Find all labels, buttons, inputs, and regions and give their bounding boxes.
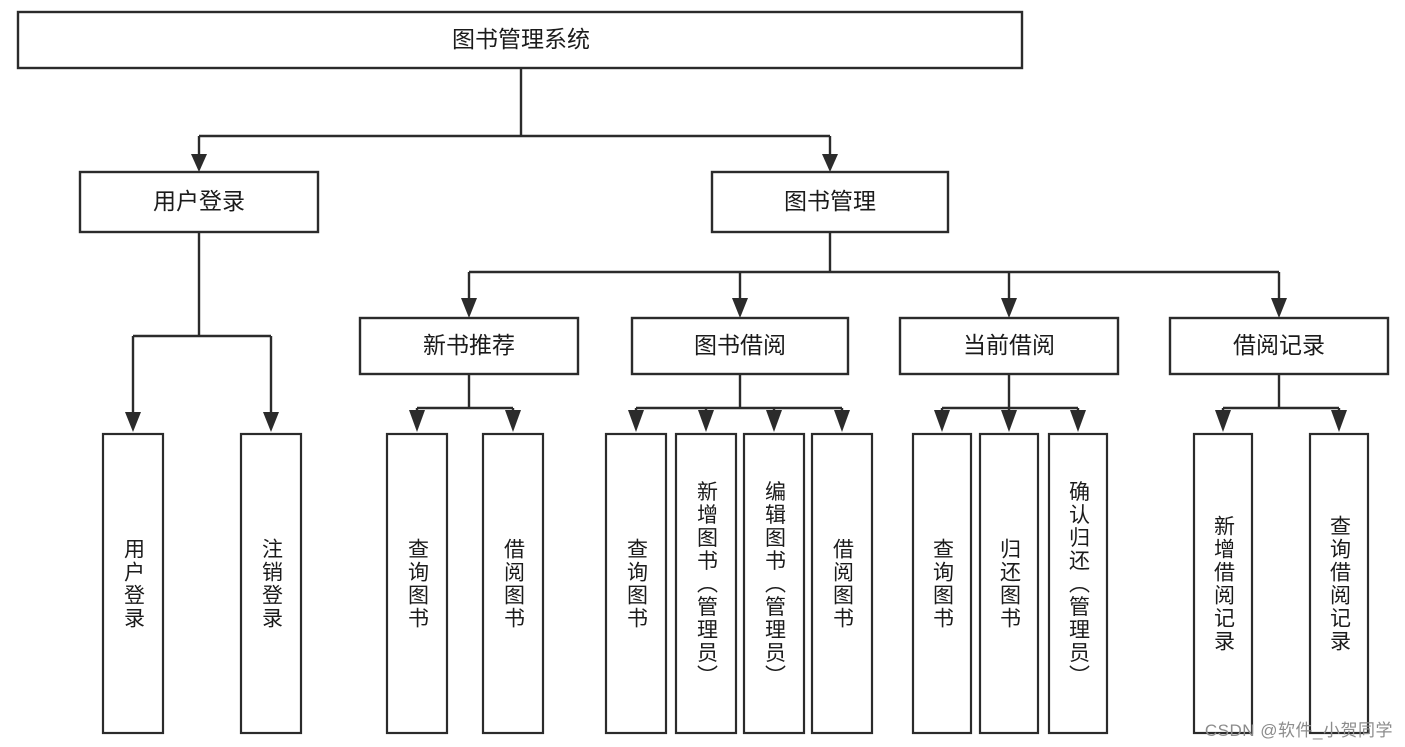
node-leaf-5[interactable]: 查询图书 [604,432,668,735]
arrow-to-login [191,154,207,172]
node-records-box[interactable] [1168,316,1390,376]
node-leaf-2-box[interactable] [239,432,303,735]
node-leaf-7-label: 编辑图书（管理员） [763,481,787,688]
node-leaf-7[interactable]: 编辑图书（管理员） [742,432,806,735]
node-leaf-11-box[interactable] [1047,432,1109,735]
arrow-to-newbook [461,298,477,318]
arrow-leaf-10 [1001,410,1017,432]
arrow-to-borrow [732,298,748,318]
node-login[interactable]: 用户登录 [78,170,320,234]
node-leaf-5-label: 查询图书 [625,538,649,630]
node-leaf-12-label: 新增借阅记录 [1212,515,1236,653]
node-borrow-box[interactable] [630,316,850,376]
node-leaf-1-label: 用户登录 [122,538,146,630]
arrow-to-current [1001,298,1017,318]
node-login-box[interactable] [78,170,320,234]
node-leaf-9[interactable]: 查询图书 [911,432,973,735]
node-leaf-9-box[interactable] [911,432,973,735]
arrow-leaf-4 [505,410,521,432]
node-root-label: 图书管理系统 [452,26,590,52]
node-leaf-10[interactable]: 归还图书 [978,432,1040,735]
node-leaf-3-label: 查询图书 [406,538,430,630]
node-login-label: 用户登录 [153,188,245,214]
node-leaf-10-box[interactable] [978,432,1040,735]
node-root[interactable]: 图书管理系统 [16,10,1024,70]
node-leaf-12-box[interactable] [1192,432,1254,735]
node-records-label: 借阅记录 [1233,332,1325,358]
node-newbook-label: 新书推荐 [423,332,515,358]
connectors-layer [125,68,1347,432]
node-leaf-6-box[interactable] [674,432,738,735]
node-current-label: 当前借阅 [963,332,1055,358]
node-leaf-5-box[interactable] [604,432,668,735]
node-current-box[interactable] [898,316,1120,376]
node-leaf-11-label: 确认归还（管理员） [1067,481,1091,688]
node-newbook-box[interactable] [358,316,580,376]
node-leaf-7-box[interactable] [742,432,806,735]
arrow-leaf-8 [834,410,850,432]
node-leaf-3-box[interactable] [385,432,449,735]
node-borrow[interactable]: 图书借阅 [630,316,850,376]
node-newbook[interactable]: 新书推荐 [358,316,580,376]
node-leaf-13-box[interactable] [1308,432,1370,735]
node-leaf-1[interactable]: 用户登录 [101,432,165,735]
node-leaf-13-label: 查询借阅记录 [1328,515,1352,653]
node-bookmgmt[interactable]: 图书管理 [710,170,950,234]
node-leaf-12[interactable]: 新增借阅记录 [1192,432,1254,735]
node-leaf-8-label: 借阅图书 [831,538,855,630]
node-bookmgmt-label: 图书管理 [784,188,876,214]
node-leaf-4-label: 借阅图书 [502,538,526,630]
node-borrow-label: 图书借阅 [694,332,786,358]
node-records[interactable]: 借阅记录 [1168,316,1390,376]
arrow-leaf-12 [1215,410,1231,432]
arrow-to-records [1271,298,1287,318]
arrow-leaf-6 [698,410,714,432]
arrow-leaf-9 [934,410,950,432]
node-leaf-6-label: 新增图书（管理员） [695,481,719,688]
node-leaf-9-label: 查询图书 [931,538,955,630]
arrow-leaf-11 [1070,410,1086,432]
node-bookmgmt-box[interactable] [710,170,950,234]
node-leaf-4-box[interactable] [481,432,545,735]
arrow-leaf-3 [409,410,425,432]
node-leaf-10-label: 归还图书 [998,538,1022,630]
node-leaf-1-box[interactable] [101,432,165,735]
arrow-leaf-7 [766,410,782,432]
node-leaf-2[interactable]: 注销登录 [239,432,303,735]
node-leaf-4[interactable]: 借阅图书 [481,432,545,735]
node-leaf-3[interactable]: 查询图书 [385,432,449,735]
arrow-leaf-1 [125,412,141,432]
arrow-leaf-5 [628,410,644,432]
node-root-box[interactable] [16,10,1024,70]
node-leaf-13[interactable]: 查询借阅记录 [1308,432,1370,735]
arrow-leaf-2 [263,412,279,432]
arrow-to-bookmgmt [822,154,838,172]
node-leaf-6[interactable]: 新增图书（管理员） [674,432,738,735]
arrow-leaf-13 [1331,410,1347,432]
csdn-watermark: CSDN @软件_小贺同学 [1204,721,1393,740]
node-current[interactable]: 当前借阅 [898,316,1120,376]
node-leaf-8-box[interactable] [810,432,874,735]
node-leaf-11[interactable]: 确认归还（管理员） [1047,432,1109,735]
node-leaf-2-label: 注销登录 [260,538,284,630]
node-leaf-8[interactable]: 借阅图书 [810,432,874,735]
